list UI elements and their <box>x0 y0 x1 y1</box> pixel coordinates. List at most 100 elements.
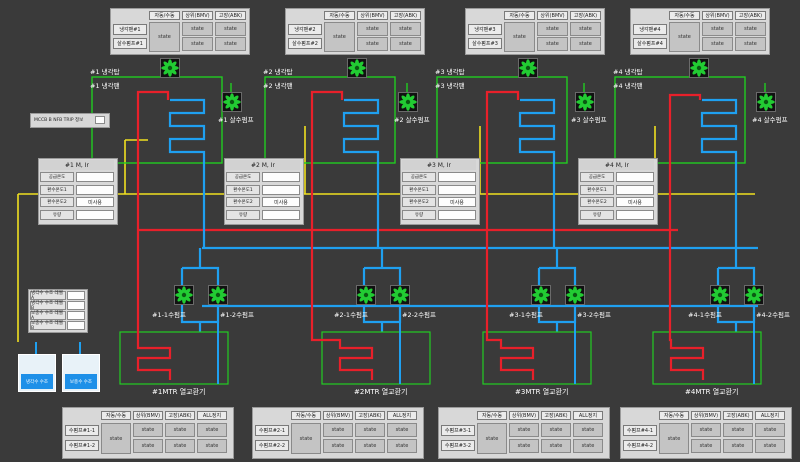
header-button[interactable]: 고장(ABK) <box>390 11 421 20</box>
pump-b-fan-2[interactable] <box>390 285 410 305</box>
state-cell: state <box>215 37 246 51</box>
mr-label: 환수온도1 <box>40 184 74 195</box>
header-button[interactable]: 상위(BMV) <box>537 11 568 20</box>
header-button[interactable]: 고장(ABK) <box>570 11 601 20</box>
header-button[interactable]: 상위(BMV) <box>509 411 539 420</box>
mr-label: 환수온도1 <box>402 184 436 195</box>
header-button[interactable]: 상위(BMV) <box>691 411 721 420</box>
equipment-button[interactable]: 살수펌프#4 <box>633 38 667 49</box>
header-button[interactable]: 상위(BMV) <box>182 11 213 20</box>
equipment-button[interactable]: 살수펌프#1 <box>113 38 147 49</box>
hx-label: #4MTR 열교환기 <box>685 388 739 396</box>
spray-pump-fan-4[interactable] <box>756 92 776 112</box>
header-button[interactable]: 고장(ABK) <box>215 11 246 20</box>
mr-value <box>76 184 114 195</box>
state-cell: state <box>477 423 507 454</box>
trip-info-box: MCCB B NFB TRIP 정보 <box>30 113 110 128</box>
state-cell: state <box>537 22 568 36</box>
tower-fan-4[interactable] <box>689 58 709 78</box>
mr-value: 미사용 <box>76 197 114 207</box>
pump-a-label: #3-1수펌프 <box>509 311 544 319</box>
pump-a-fan-3[interactable] <box>531 285 551 305</box>
water-tank-1[interactable]: 냉각수 수조 <box>18 354 56 392</box>
header-button[interactable]: ALL정지 <box>387 411 417 420</box>
mr-value <box>616 184 654 195</box>
mr-value <box>262 209 300 220</box>
pump-b-fan-4[interactable] <box>744 285 764 305</box>
equipment-button[interactable]: 살수펌프#2 <box>288 38 322 49</box>
state-cell: state <box>570 37 601 51</box>
state-cell: state <box>182 37 213 51</box>
header-button[interactable]: ALL정지 <box>755 411 785 420</box>
equipment-button[interactable]: 냉각팬#2 <box>288 24 322 35</box>
tower-fan-3[interactable] <box>518 58 538 78</box>
pump-button[interactable]: 수펌프#2-2 <box>255 440 289 451</box>
header-button[interactable]: 고장(ABK) <box>723 411 753 420</box>
header-button[interactable]: 자동/수동 <box>659 411 689 420</box>
spray-pump-fan-1[interactable] <box>222 92 242 112</box>
mr-label: 환수온도1 <box>580 184 614 195</box>
hx-coil-2 <box>310 230 374 380</box>
header-button[interactable]: 자동/수동 <box>504 11 535 20</box>
header-button[interactable]: 고장(ABK) <box>541 411 571 420</box>
pump-a-fan-2[interactable] <box>356 285 376 305</box>
state-cell: state <box>323 423 353 437</box>
mr-label: 유량 <box>402 209 436 220</box>
header-button[interactable]: 고장(ABK) <box>355 411 385 420</box>
water-tank-2[interactable]: 보충수 수조 <box>62 354 100 392</box>
mr-label: 공급온도 <box>402 172 436 182</box>
equipment-button[interactable]: 냉각팬#4 <box>633 24 667 35</box>
header-button[interactable]: 상위(BMV) <box>323 411 353 420</box>
header-button[interactable]: 고장(ABK) <box>165 411 195 420</box>
pump-b-fan-1[interactable] <box>208 285 228 305</box>
pump-b-label: #3-2수펌프 <box>577 311 612 319</box>
pump-b-fan-3[interactable] <box>565 285 585 305</box>
header-button[interactable]: 자동/수동 <box>149 11 180 20</box>
equipment-button[interactable]: 냉각팬#1 <box>113 24 147 35</box>
header-button[interactable]: 상위(BMV) <box>702 11 733 20</box>
header-button[interactable]: ALL정지 <box>197 411 227 420</box>
header-button[interactable]: 자동/수동 <box>669 11 700 20</box>
state-cell: state <box>355 423 385 437</box>
spray-pump-fan-3[interactable] <box>575 92 595 112</box>
pump-button[interactable]: 수펌프#4-1 <box>623 425 657 436</box>
tower-fan-1[interactable] <box>160 58 180 78</box>
state-cell: state <box>541 423 571 437</box>
header-button[interactable]: 상위(BMV) <box>357 11 388 20</box>
state-cell: state <box>390 22 421 36</box>
spray-pump-label: #2 살수펌프 <box>394 116 430 124</box>
pump-button[interactable]: 수펌프#2-1 <box>255 425 289 436</box>
pump-button[interactable]: 수펌프#1-2 <box>65 440 99 451</box>
tower-fan-2[interactable] <box>347 58 367 78</box>
state-cell: state <box>702 37 733 51</box>
state-cell: state <box>387 439 417 453</box>
pump-button[interactable]: 수펌프#3-2 <box>441 440 475 451</box>
spray-pump-fan-2[interactable] <box>398 92 418 112</box>
header-button[interactable]: 자동/수동 <box>324 11 355 20</box>
pump-a-fan-1[interactable] <box>174 285 194 305</box>
header-button[interactable]: 상위(BMV) <box>133 411 163 420</box>
header-button[interactable]: 자동/수동 <box>477 411 507 420</box>
state-cell: state <box>355 439 385 453</box>
mr-title: #4 M, Ir <box>580 160 654 170</box>
equipment-button[interactable]: 살수펌프#3 <box>468 38 502 49</box>
tower-label: #3 냉각탑 <box>435 68 465 76</box>
state-cell: state <box>659 423 689 454</box>
header-button[interactable]: ALL정지 <box>573 411 603 420</box>
hx-coil-1 <box>136 230 172 380</box>
pump-button[interactable]: 수펌프#4-2 <box>623 440 657 451</box>
mr-value: 미사용 <box>616 197 654 207</box>
header-button[interactable]: 자동/수동 <box>291 411 321 420</box>
header-button[interactable]: 자동/수동 <box>101 411 131 420</box>
mr-label: 유량 <box>40 209 74 220</box>
pump-a-fan-4[interactable] <box>710 285 730 305</box>
pump-button[interactable]: 수펌프#1-1 <box>65 425 99 436</box>
state-cell: state <box>735 37 766 51</box>
pump-button[interactable]: 수펌프#3-1 <box>441 425 475 436</box>
header-button[interactable]: 고장(ABK) <box>735 11 766 20</box>
equipment-button[interactable]: 냉각팬#3 <box>468 24 502 35</box>
